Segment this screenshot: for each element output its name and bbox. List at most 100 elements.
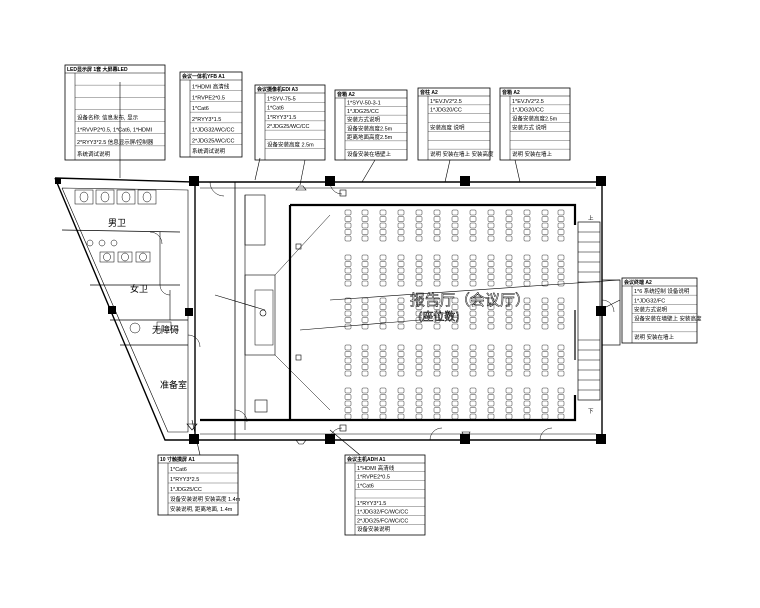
seat [469, 267, 477, 274]
seat [397, 261, 405, 267]
seat [379, 413, 387, 420]
seat [344, 222, 352, 229]
seat [415, 387, 423, 394]
seat [433, 357, 441, 364]
info-box-row: 设备名称: 信息发布, 显示 [77, 114, 139, 122]
seat [344, 280, 352, 287]
seat [361, 413, 369, 420]
seat [541, 387, 549, 394]
seat [361, 254, 369, 261]
seat [397, 297, 405, 304]
seat [433, 222, 441, 229]
seat [505, 351, 513, 357]
seat [505, 323, 513, 330]
seat [415, 280, 423, 287]
seat [415, 407, 423, 413]
seat [557, 357, 565, 364]
seat [344, 310, 352, 317]
seat [469, 370, 477, 377]
seat [344, 364, 352, 370]
seat [557, 280, 565, 287]
seat [433, 280, 441, 287]
seat [487, 370, 495, 377]
info-box-row: 2*JDG25/FC/WC/CC [357, 518, 408, 524]
seat [523, 209, 531, 216]
seat [541, 209, 549, 216]
seat [451, 209, 459, 216]
seat [433, 370, 441, 377]
stair-label-down: 下 [588, 408, 594, 415]
seat [487, 261, 495, 267]
seat [451, 274, 459, 280]
seat [344, 297, 352, 304]
seat [469, 304, 477, 310]
seat [557, 344, 565, 351]
seat [505, 222, 513, 229]
seat [523, 387, 531, 394]
seat [415, 274, 423, 280]
info-box-header: LED显示屏 1套 大屏幕LED [67, 66, 128, 73]
seat [523, 317, 531, 323]
seat [541, 364, 549, 370]
seat [469, 394, 477, 400]
seat [361, 370, 369, 377]
seat [505, 280, 513, 287]
seat [379, 216, 387, 222]
seat [344, 317, 352, 323]
seat [541, 394, 549, 400]
info-box-row: 系统调试说明 [77, 150, 111, 158]
seat [469, 387, 477, 394]
seat [397, 394, 405, 400]
seat [379, 229, 387, 235]
seat [523, 310, 531, 317]
info-box-row: 1*RVPE2*0.5 [192, 95, 225, 101]
seat [379, 209, 387, 216]
seat [397, 364, 405, 370]
seat [415, 344, 423, 351]
seat [451, 267, 459, 274]
seat [344, 394, 352, 400]
seat [487, 310, 495, 317]
seat [541, 310, 549, 317]
seat [541, 254, 549, 261]
seat [397, 407, 405, 413]
seat [487, 413, 495, 420]
seat [397, 267, 405, 274]
seat [557, 400, 565, 407]
seat [361, 229, 369, 235]
seat [433, 317, 441, 323]
seat [344, 267, 352, 274]
seat [361, 235, 369, 242]
seat [541, 370, 549, 377]
info-box-row: 说明 安装在墙上 [634, 333, 675, 341]
seat [505, 229, 513, 235]
info-box-row: 1*HDMI 高清线 [357, 464, 395, 472]
seat [557, 209, 565, 216]
seat [361, 297, 369, 304]
seat [379, 280, 387, 287]
seat [379, 370, 387, 377]
seat [451, 229, 459, 235]
seat [487, 351, 495, 357]
seat [361, 274, 369, 280]
seat [415, 267, 423, 274]
seat [505, 370, 513, 377]
info-box-row: 设备安装高度2.5m [347, 124, 393, 132]
seat [379, 235, 387, 242]
seat [451, 370, 459, 377]
seat [523, 222, 531, 229]
info-box-b2: 会议一体机YFB A11*HDMI 高清线1*RVPE2*0.51*Cat62*… [179, 71, 243, 158]
seat [433, 400, 441, 407]
seat [469, 323, 477, 330]
info-box-row: 1*Cat6 [192, 106, 209, 112]
seat [397, 344, 405, 351]
seat [361, 267, 369, 274]
seat [451, 407, 459, 413]
seat [361, 310, 369, 317]
seat [487, 317, 495, 323]
leader-lines [119, 82, 621, 456]
seat [487, 235, 495, 242]
info-box-header: 音箱 A2 [337, 91, 355, 98]
seat [415, 261, 423, 267]
